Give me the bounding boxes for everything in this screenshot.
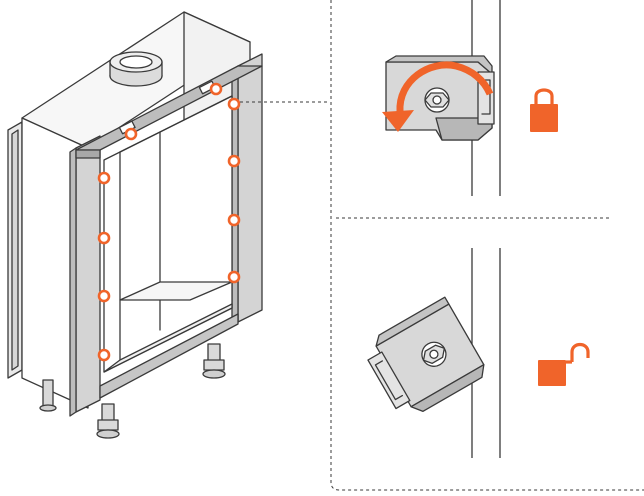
fixing-point [97,171,111,185]
padlock-closed-icon [530,88,558,132]
fixing-point [227,97,241,111]
fixing-points [97,82,241,362]
adjustable-legs [39,343,226,439]
rotate-arrow-icon [382,61,494,132]
fixing-point [124,127,138,141]
frame-bottom-bar [99,313,239,399]
fixing-point [97,289,111,303]
flue-collar [109,51,163,87]
padlock-open-icon [538,342,590,386]
frame-right-panel [237,53,263,323]
fixing-point [209,82,223,96]
fixing-point [227,213,241,227]
frame-left-panel [75,135,101,413]
fixing-point [97,231,111,245]
fixing-point [97,348,111,362]
fireplace-unit [7,11,263,439]
detail-panel-border [330,0,644,491]
fixing-point [227,154,241,168]
clamp-unlocked [367,296,485,413]
fixing-point [227,270,241,284]
